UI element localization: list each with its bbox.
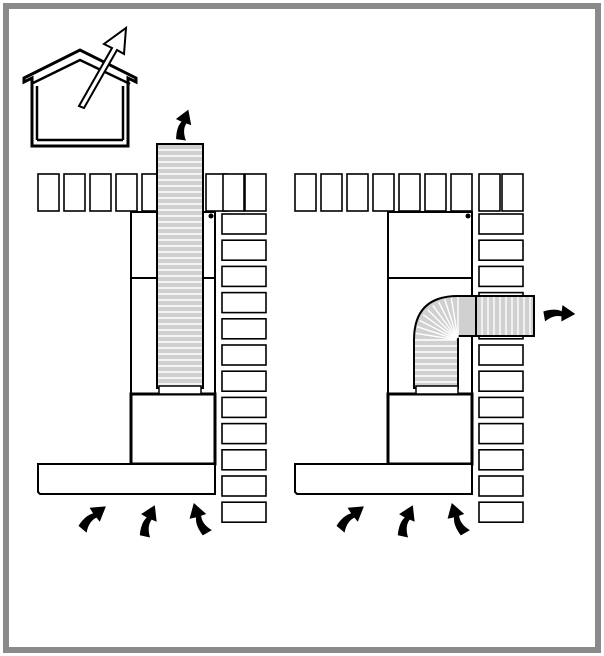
duct-slat bbox=[432, 304, 458, 339]
brick bbox=[221, 213, 267, 235]
duct-slat bbox=[444, 298, 459, 339]
duct-slat bbox=[427, 309, 458, 340]
duct-slat bbox=[422, 314, 457, 340]
brick bbox=[221, 396, 267, 419]
duct-slat bbox=[450, 297, 459, 339]
brick bbox=[478, 265, 524, 288]
brick bbox=[478, 173, 501, 212]
brick bbox=[450, 173, 473, 212]
panel-left-vertical-duct bbox=[37, 108, 267, 539]
brick bbox=[346, 173, 369, 212]
vertical-duct bbox=[156, 143, 204, 395]
ceiling-brick-row bbox=[294, 173, 524, 212]
brick bbox=[221, 370, 267, 393]
brick bbox=[478, 239, 524, 261]
brick bbox=[221, 422, 267, 445]
horizontal-duct bbox=[475, 295, 535, 337]
brick bbox=[372, 173, 395, 212]
brick bbox=[221, 448, 267, 471]
brick bbox=[63, 173, 86, 212]
panel-right-horizontal-duct bbox=[294, 173, 577, 539]
brick bbox=[478, 344, 524, 366]
brick bbox=[221, 317, 267, 340]
duct-slat bbox=[419, 319, 457, 340]
house-with-exhaust-arrow-icon bbox=[22, 25, 138, 148]
brick bbox=[115, 173, 138, 212]
hood-canopy bbox=[37, 463, 216, 495]
brick bbox=[221, 265, 267, 288]
brick bbox=[221, 291, 267, 314]
brick bbox=[478, 370, 524, 393]
brick bbox=[37, 173, 60, 212]
brick bbox=[478, 396, 524, 419]
brick bbox=[320, 173, 343, 212]
brick bbox=[221, 501, 267, 524]
brick bbox=[222, 173, 245, 212]
hood-canopy bbox=[294, 463, 473, 495]
brick bbox=[478, 422, 524, 445]
brick bbox=[478, 213, 524, 235]
brick bbox=[221, 344, 267, 366]
brick bbox=[478, 475, 524, 497]
brick bbox=[424, 173, 447, 212]
brick bbox=[478, 501, 524, 524]
brick bbox=[294, 173, 317, 212]
ceiling-brick-row bbox=[37, 173, 267, 212]
brick bbox=[398, 173, 421, 212]
elbow-duct bbox=[413, 295, 479, 395]
brick bbox=[89, 173, 112, 212]
duct-slat bbox=[415, 332, 457, 341]
duct-slat bbox=[416, 326, 457, 341]
wall-brick-column bbox=[221, 213, 267, 524]
brick bbox=[221, 475, 267, 497]
brick bbox=[478, 448, 524, 471]
brick bbox=[501, 173, 524, 212]
brick bbox=[221, 239, 267, 261]
brick bbox=[244, 173, 267, 212]
duct-slat bbox=[437, 301, 458, 339]
